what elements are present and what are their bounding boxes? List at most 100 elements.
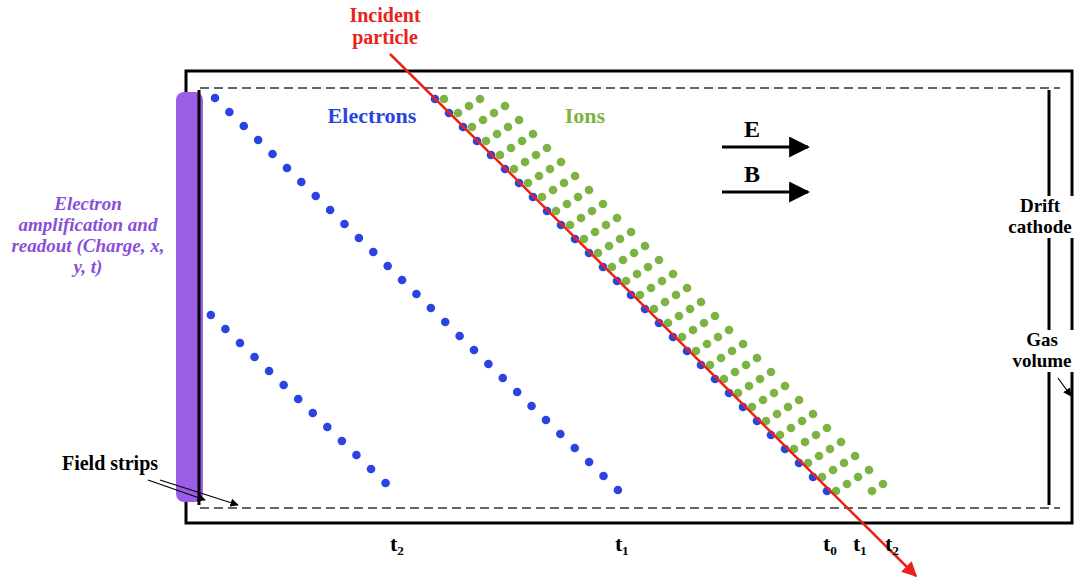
readout-electrode (198, 90, 201, 505)
charge-dot (535, 172, 544, 181)
charge-dot (773, 410, 782, 419)
charge-dot (470, 346, 479, 355)
charge-dot (686, 305, 695, 314)
charge-dot (826, 445, 835, 454)
leader-line (1058, 378, 1071, 396)
charge-dot (398, 276, 407, 285)
charge-dot (571, 172, 580, 181)
particle-track (390, 54, 916, 576)
charge-dot (843, 480, 852, 489)
charge-dot (326, 206, 335, 215)
charge-dot (753, 354, 762, 363)
ions-label: Ions (550, 104, 620, 128)
gas-label: Gas volume (1002, 330, 1082, 372)
charge-dot (211, 94, 220, 103)
time-label: t₂ (377, 532, 417, 556)
charge-dot (683, 284, 692, 293)
charge-dot (207, 311, 216, 320)
charge-dot (268, 150, 277, 159)
time-label: t₁ (602, 532, 642, 556)
charge-dot (672, 291, 681, 300)
charge-dot (854, 473, 863, 482)
charge-dot (323, 423, 332, 432)
charge-dot (465, 102, 474, 111)
charge-dot (585, 458, 594, 467)
charge-dot (616, 235, 625, 244)
time-label: t₀ (815, 532, 845, 556)
charge-dot (225, 108, 234, 117)
charge-dot (647, 284, 656, 293)
charge-dot (493, 130, 502, 139)
charge-dot (239, 122, 248, 131)
charge-dot (265, 367, 274, 376)
charge-dot (546, 165, 555, 174)
charge-dot (868, 487, 877, 496)
charge-dot (655, 256, 664, 265)
field-arrow (722, 146, 808, 149)
time-label: t₂ (877, 532, 907, 556)
charge-dot (454, 109, 463, 118)
charge-dot (781, 382, 790, 391)
charge-dot (700, 319, 709, 328)
charge-dot (549, 186, 558, 195)
charge-dot (787, 424, 796, 433)
drift-cathode (1048, 90, 1051, 505)
charge-dot (717, 354, 726, 363)
field-strip (200, 507, 1060, 508)
charge-dot (524, 179, 533, 188)
charge-dot (501, 102, 510, 111)
charge-dot (490, 109, 499, 118)
charge-dot (294, 395, 303, 404)
charge-dot (340, 220, 349, 229)
charge-dot (297, 178, 306, 187)
charge-dot (815, 452, 824, 461)
charge-dot (840, 459, 849, 468)
charge-dot (529, 130, 538, 139)
leader-line (160, 480, 238, 505)
charge-dot (515, 116, 524, 125)
charge-dot (236, 339, 245, 348)
charge-dot (739, 340, 748, 349)
charge-dot (703, 340, 712, 349)
charge-dot (479, 116, 488, 125)
charge-dot (543, 144, 552, 153)
electrons-label: Electrons (312, 104, 432, 128)
charge-dot (661, 298, 670, 307)
charge-dot (742, 361, 751, 370)
charge-dot (560, 179, 569, 188)
cathode-label: Drift cathode (997, 196, 1083, 238)
field-strip (200, 87, 1060, 88)
charge-dot (675, 312, 684, 321)
charge-dot (725, 326, 734, 335)
charge-dot (221, 325, 230, 334)
charge-dot (369, 248, 378, 257)
charge-dot (468, 123, 477, 132)
charge-dot (355, 234, 364, 243)
charge-dot (759, 396, 768, 405)
charge-dot (482, 137, 491, 146)
charge-dot (381, 479, 390, 488)
charge-dot (250, 353, 259, 362)
charge-dot (532, 151, 541, 160)
charge-dot (588, 207, 597, 216)
charge-dot (476, 95, 485, 104)
charge-dot (627, 228, 636, 237)
time-label: t₁ (845, 532, 875, 556)
charge-dot (510, 165, 519, 174)
charge-dot (837, 438, 846, 447)
charge-dot (829, 466, 838, 475)
charge-dot (599, 472, 608, 481)
charge-dot (507, 144, 516, 153)
strips-label: Field strips (35, 452, 185, 474)
charge-dot (641, 242, 650, 251)
charge-dot (669, 270, 678, 279)
charge-dot (689, 326, 698, 335)
charge-dot (697, 298, 706, 307)
charge-dot (605, 242, 614, 251)
charge-dot (714, 333, 723, 342)
charge-dot (283, 164, 292, 173)
charge-dot (496, 151, 505, 160)
charge-dot (812, 431, 821, 440)
charge-dot (254, 136, 263, 145)
